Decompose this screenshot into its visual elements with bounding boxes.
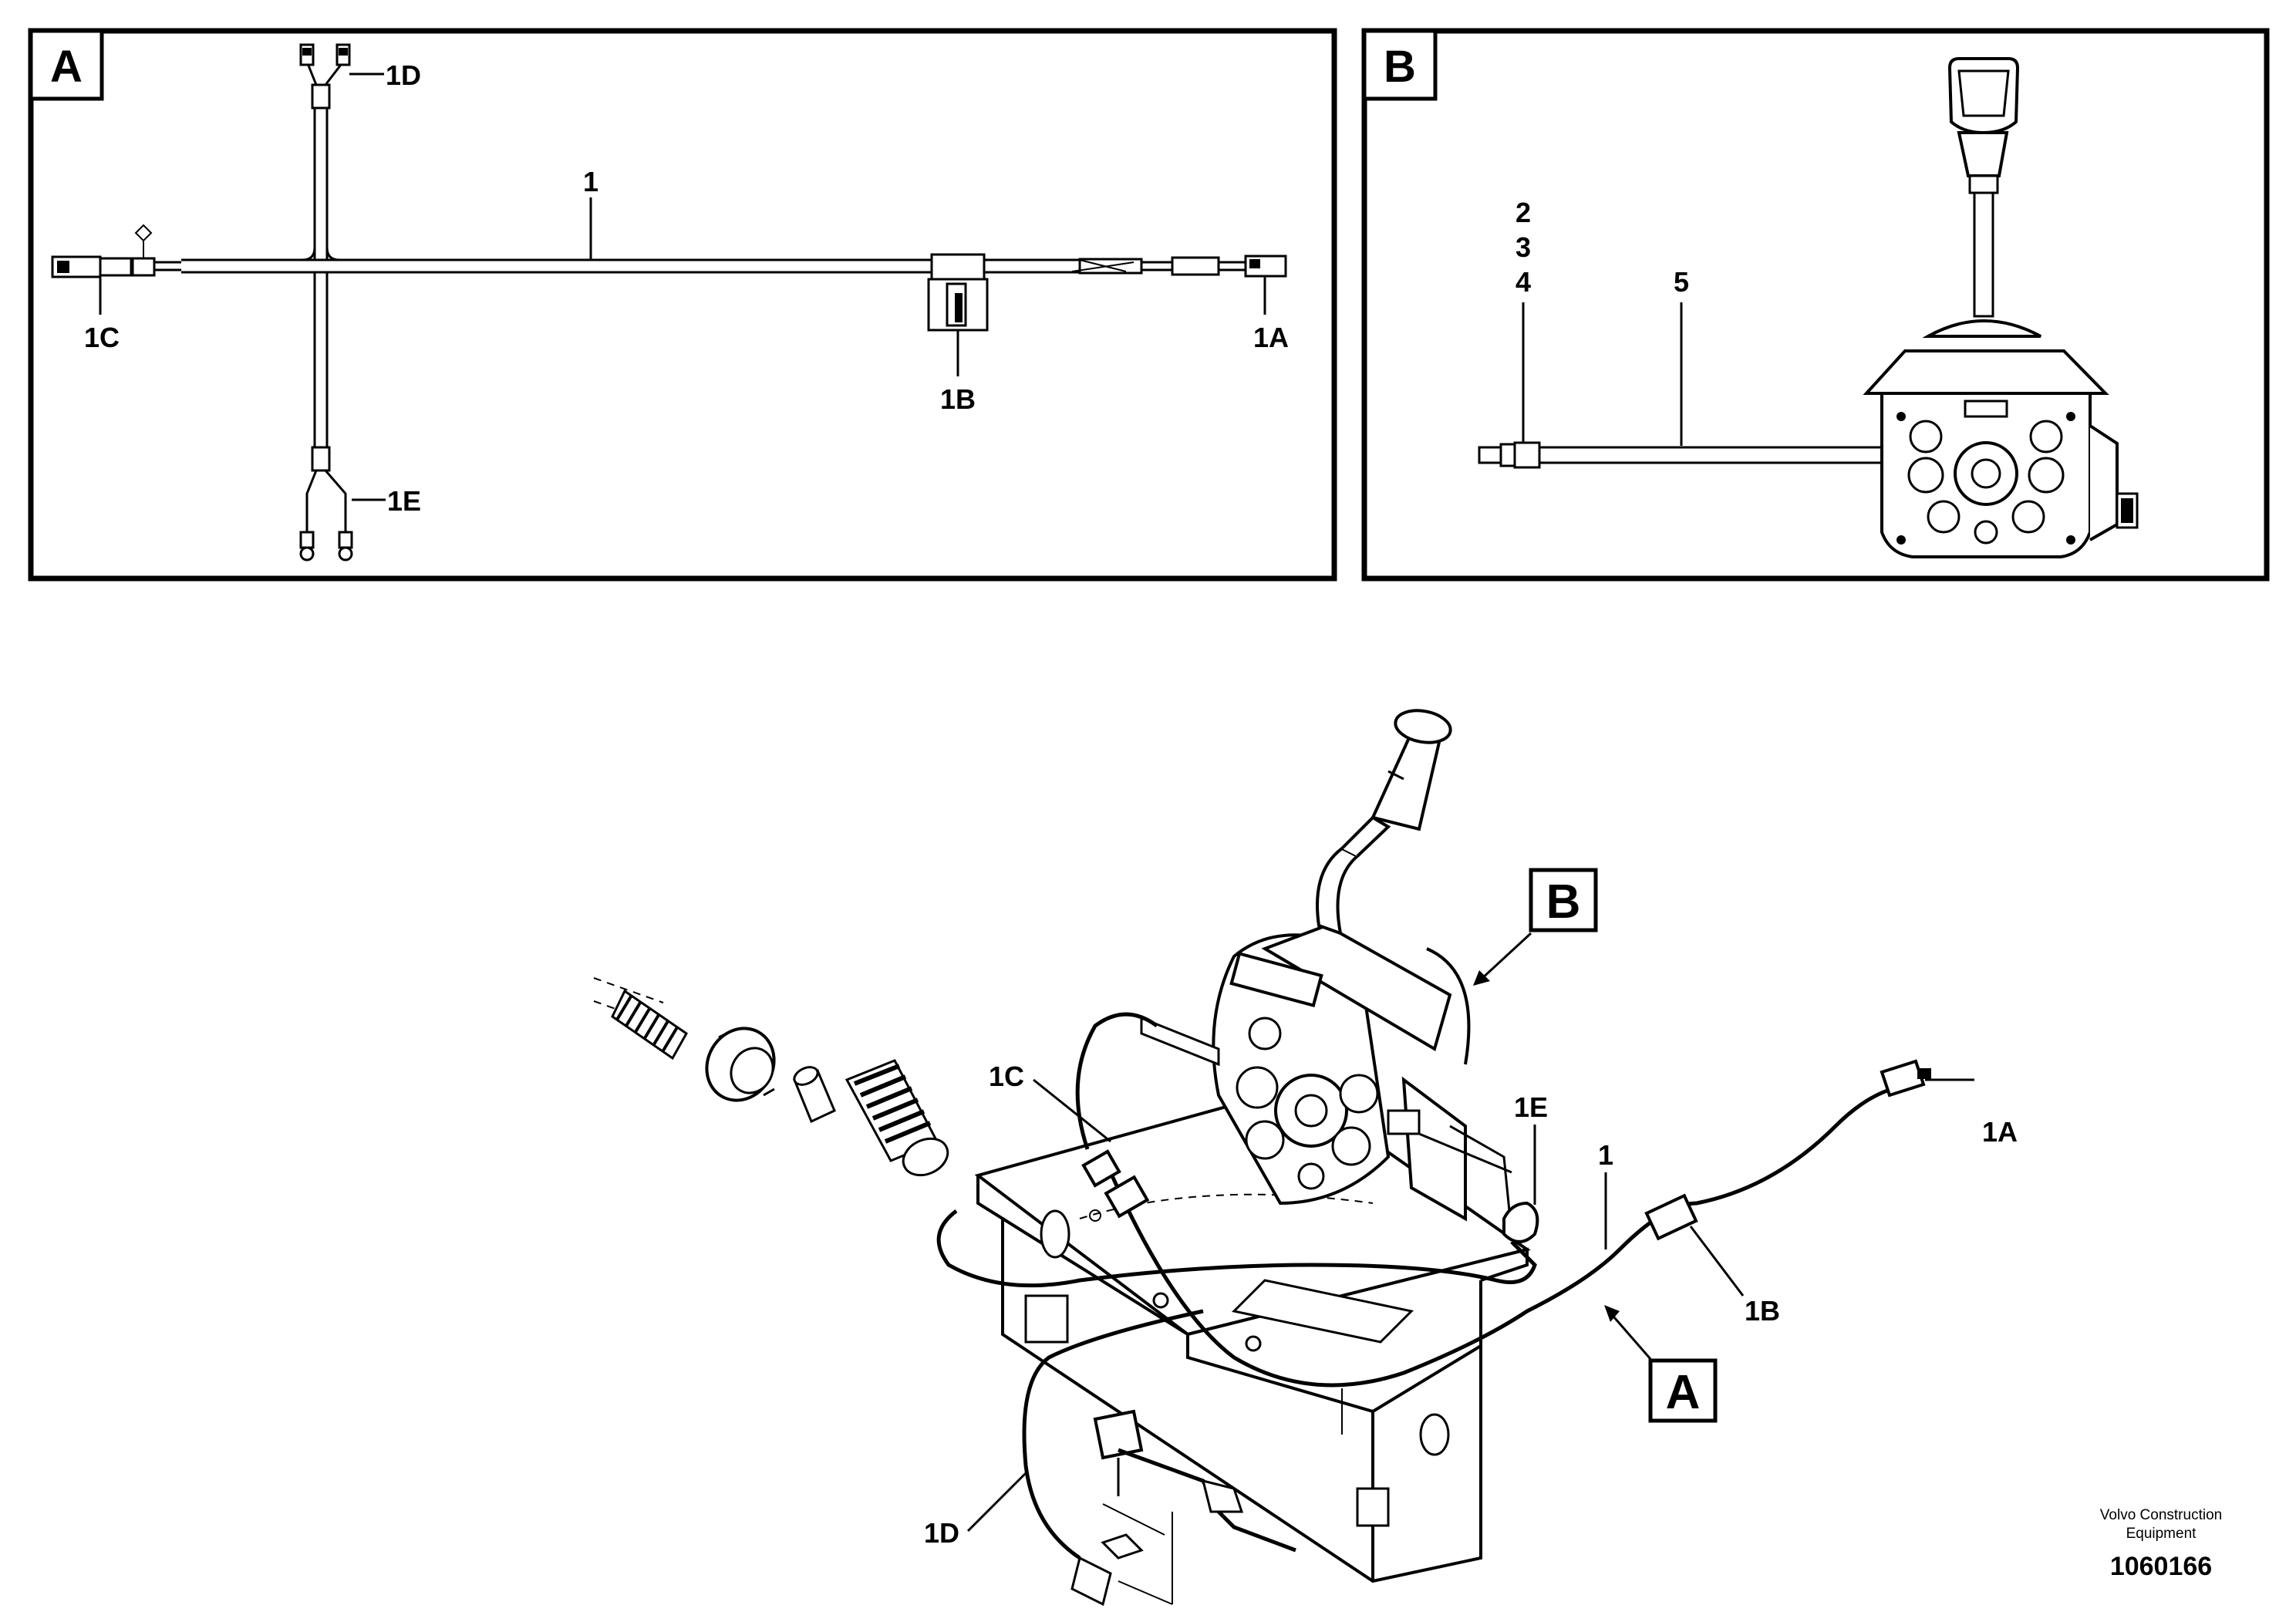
label-1: 1: [583, 166, 598, 197]
label-2: 2: [1515, 197, 1531, 228]
label-1e: 1E: [387, 485, 421, 517]
label-1c: 1C: [84, 322, 120, 353]
clip-1b: [927, 253, 989, 376]
brand-line-2: Equipment: [2126, 1526, 2197, 1542]
mounting-box: [974, 1085, 1531, 1583]
callout-b: B: [1473, 868, 1598, 986]
lever-port-block: [1880, 392, 2139, 558]
label-5: 5: [1674, 266, 1689, 298]
main-label-1a: 1A: [1982, 1116, 2018, 1148]
main-label-1d: 1D: [924, 1517, 959, 1549]
panel-b-letter-box: [1362, 29, 1438, 101]
main-label-1e: 1E: [1514, 1091, 1548, 1123]
callout-b-box: [1529, 868, 1598, 932]
label-1d: 1D: [386, 59, 421, 91]
figure-number: 1060166: [2110, 1552, 2212, 1581]
callout-b-letter: B: [1546, 875, 1581, 929]
label-1a: 1A: [1253, 322, 1289, 353]
threaded-fitting: [845, 1059, 949, 1177]
lever-assembly: [1140, 709, 1513, 1235]
harness-cable-main: [936, 1012, 1931, 1607]
explode-axis-1: [593, 977, 664, 1003]
callout-a-letter: A: [1666, 1366, 1701, 1419]
panel-a-letter: A: [50, 42, 83, 92]
label-4: 4: [1515, 266, 1531, 298]
connector-1d: [299, 43, 384, 86]
panel-a-letter-box: [29, 29, 104, 101]
sleeve: [793, 1066, 836, 1124]
label-3: 3: [1515, 231, 1531, 263]
harness-vertical-branch: [302, 83, 340, 472]
main-label-1: 1: [1598, 1139, 1613, 1171]
panel-b: B 2 3 4 5: [1361, 28, 2270, 582]
panel-b-letter: B: [1384, 42, 1416, 92]
panel-a-frame: [28, 28, 1337, 582]
callout-a-box: [1648, 1358, 1718, 1423]
label-1b: 1B: [940, 383, 976, 415]
boot-spring: [611, 989, 688, 1061]
sensor-cable: [1093, 1409, 1296, 1553]
control-lever: [1863, 57, 2109, 395]
connector-1c: [51, 224, 181, 315]
cable-5: [1478, 441, 1886, 469]
main-assembly: B A 1C 1E 1 1A 1B 1D: [593, 709, 2018, 1607]
connector-1e: [299, 470, 386, 561]
footer: Volvo Construction Equipment 1060166: [2100, 1507, 2222, 1581]
panel-a: A: [28, 28, 1337, 582]
brand-line-1: Volvo Construction: [2100, 1507, 2222, 1523]
main-label-1c: 1C: [989, 1061, 1024, 1092]
main-label-1b: 1B: [1745, 1295, 1780, 1327]
callout-a: A: [1604, 1305, 1718, 1423]
nut: [705, 1027, 776, 1102]
harness-main-line: [181, 256, 1246, 276]
connector-1a: [1244, 255, 1287, 315]
